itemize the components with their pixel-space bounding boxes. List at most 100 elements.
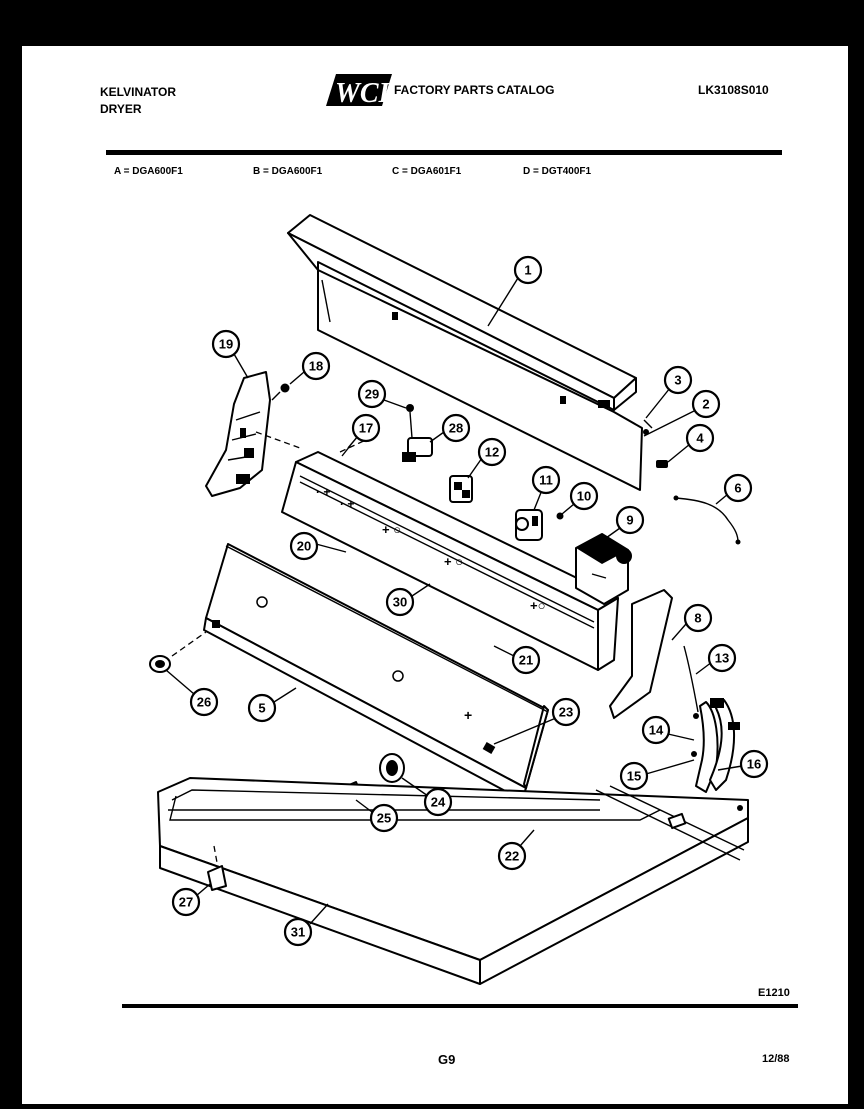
catalog-number: LK3108S010: [698, 83, 769, 97]
model-a: A = DGA600F1: [114, 166, 183, 177]
part-switch-11: [515, 509, 543, 541]
callout-8: 8: [671, 603, 713, 641]
part-10: [556, 512, 564, 520]
svg-text:19: 19: [219, 337, 233, 352]
part-top-cover: [287, 214, 643, 491]
svg-text:27: 27: [179, 895, 193, 910]
callout-22: 22: [497, 829, 535, 871]
callout-14: 14: [641, 715, 695, 745]
part-switch-28: [402, 404, 433, 462]
callout-27: 27: [171, 883, 211, 917]
model-b: B = DGA600F1: [253, 166, 323, 177]
svg-text:· +: · +: [316, 485, 330, 499]
svg-text:· +: · +: [340, 497, 354, 511]
svg-text:11: 11: [539, 473, 553, 488]
callout-6: 6: [715, 473, 753, 505]
callout-1: 1: [487, 255, 543, 327]
model-d: D = DGT400F1: [523, 166, 592, 177]
part-side-bracket-8: [609, 589, 673, 719]
svg-text:21: 21: [519, 653, 533, 668]
part-pin-23: [482, 742, 496, 754]
page-number: G9: [438, 1052, 455, 1067]
svg-text:+ ○: + ○: [382, 522, 401, 537]
part-harness: [691, 698, 740, 793]
footer-rule: [122, 1004, 798, 1008]
svg-text:4: 4: [696, 431, 704, 446]
callout-10: 10: [561, 481, 599, 515]
part-clip-27: [207, 845, 227, 891]
svg-text:15: 15: [627, 769, 641, 784]
part-wire-13: [683, 645, 699, 713]
assembly-line-3: [171, 631, 207, 657]
assembly-line-2: [339, 437, 371, 453]
svg-text:+: +: [464, 707, 472, 723]
part-control-panel: · + · + + ○ + ○ +○: [281, 451, 619, 671]
part-ring-24: [379, 753, 405, 783]
catalog-title: FACTORY PARTS CATALOG: [394, 83, 554, 97]
part-timer: [575, 533, 632, 605]
callout-19: 19: [211, 329, 249, 379]
svg-text:22: 22: [505, 849, 519, 864]
callout-3: 3: [645, 365, 693, 419]
svg-text:29: 29: [365, 387, 379, 402]
callout-24: 24: [401, 777, 453, 817]
callout-25: 25: [355, 799, 399, 833]
svg-text:31: 31: [291, 925, 305, 940]
wci-logo: WCI: [326, 74, 392, 109]
callout-29: 29: [357, 379, 407, 409]
svg-text:25: 25: [377, 811, 391, 826]
part-dryer-top-31: [157, 777, 749, 985]
product-text: DRYER: [100, 102, 142, 116]
brand-text: KELVINATOR: [100, 85, 176, 99]
callout-11: 11: [531, 465, 561, 511]
svg-text:23: 23: [559, 705, 573, 720]
svg-text:28: 28: [449, 421, 463, 436]
callout-18: 18: [289, 351, 331, 385]
svg-text:12: 12: [485, 445, 499, 460]
callout-13: 13: [695, 643, 737, 675]
part-wire-6: [675, 497, 739, 543]
callout-17: 17: [347, 413, 381, 449]
svg-text:14: 14: [649, 723, 664, 738]
svg-text:+ ○: + ○: [444, 554, 463, 569]
callout-20: 20: [289, 531, 347, 561]
svg-text:10: 10: [577, 489, 591, 504]
svg-text:24: 24: [431, 795, 446, 810]
assembly-line-1: [255, 431, 301, 449]
callout-28: 28: [429, 413, 471, 443]
callout-12: 12: [467, 437, 507, 479]
part-knob-26: [149, 655, 171, 673]
callout-15: 15: [619, 759, 695, 791]
header-rule: [106, 150, 782, 155]
callout-21: 21: [493, 645, 541, 675]
callout-16: 16: [717, 749, 769, 779]
callout-5: 5: [247, 687, 297, 723]
svg-text:6: 6: [734, 481, 741, 496]
callout-26: 26: [165, 669, 219, 717]
svg-text:8: 8: [694, 611, 701, 626]
svg-text:20: 20: [297, 539, 311, 554]
diagram-code: E1210: [758, 987, 790, 999]
callout-23: 23: [493, 697, 581, 745]
callout-2: 2: [643, 389, 721, 437]
revision-date: 12/88: [762, 1053, 790, 1065]
svg-text:16: 16: [747, 757, 761, 772]
callout-4: 4: [667, 423, 715, 463]
part-left-bracket: [205, 371, 271, 497]
callout-31: 31: [283, 903, 329, 947]
svg-text:9: 9: [626, 513, 633, 528]
svg-text:5: 5: [258, 701, 265, 716]
svg-text:2: 2: [702, 397, 709, 412]
svg-text:17: 17: [359, 421, 373, 436]
svg-text:26: 26: [197, 695, 211, 710]
callout-9: 9: [605, 505, 645, 539]
part-switch-12: [449, 475, 473, 503]
svg-text:30: 30: [393, 595, 407, 610]
model-c: C = DGA601F1: [392, 166, 462, 177]
svg-text:3: 3: [674, 373, 681, 388]
logo-text: WCI: [335, 78, 391, 109]
part-screw-18: [271, 383, 290, 401]
svg-text:1: 1: [524, 263, 531, 278]
callout-30: 30: [385, 583, 431, 617]
